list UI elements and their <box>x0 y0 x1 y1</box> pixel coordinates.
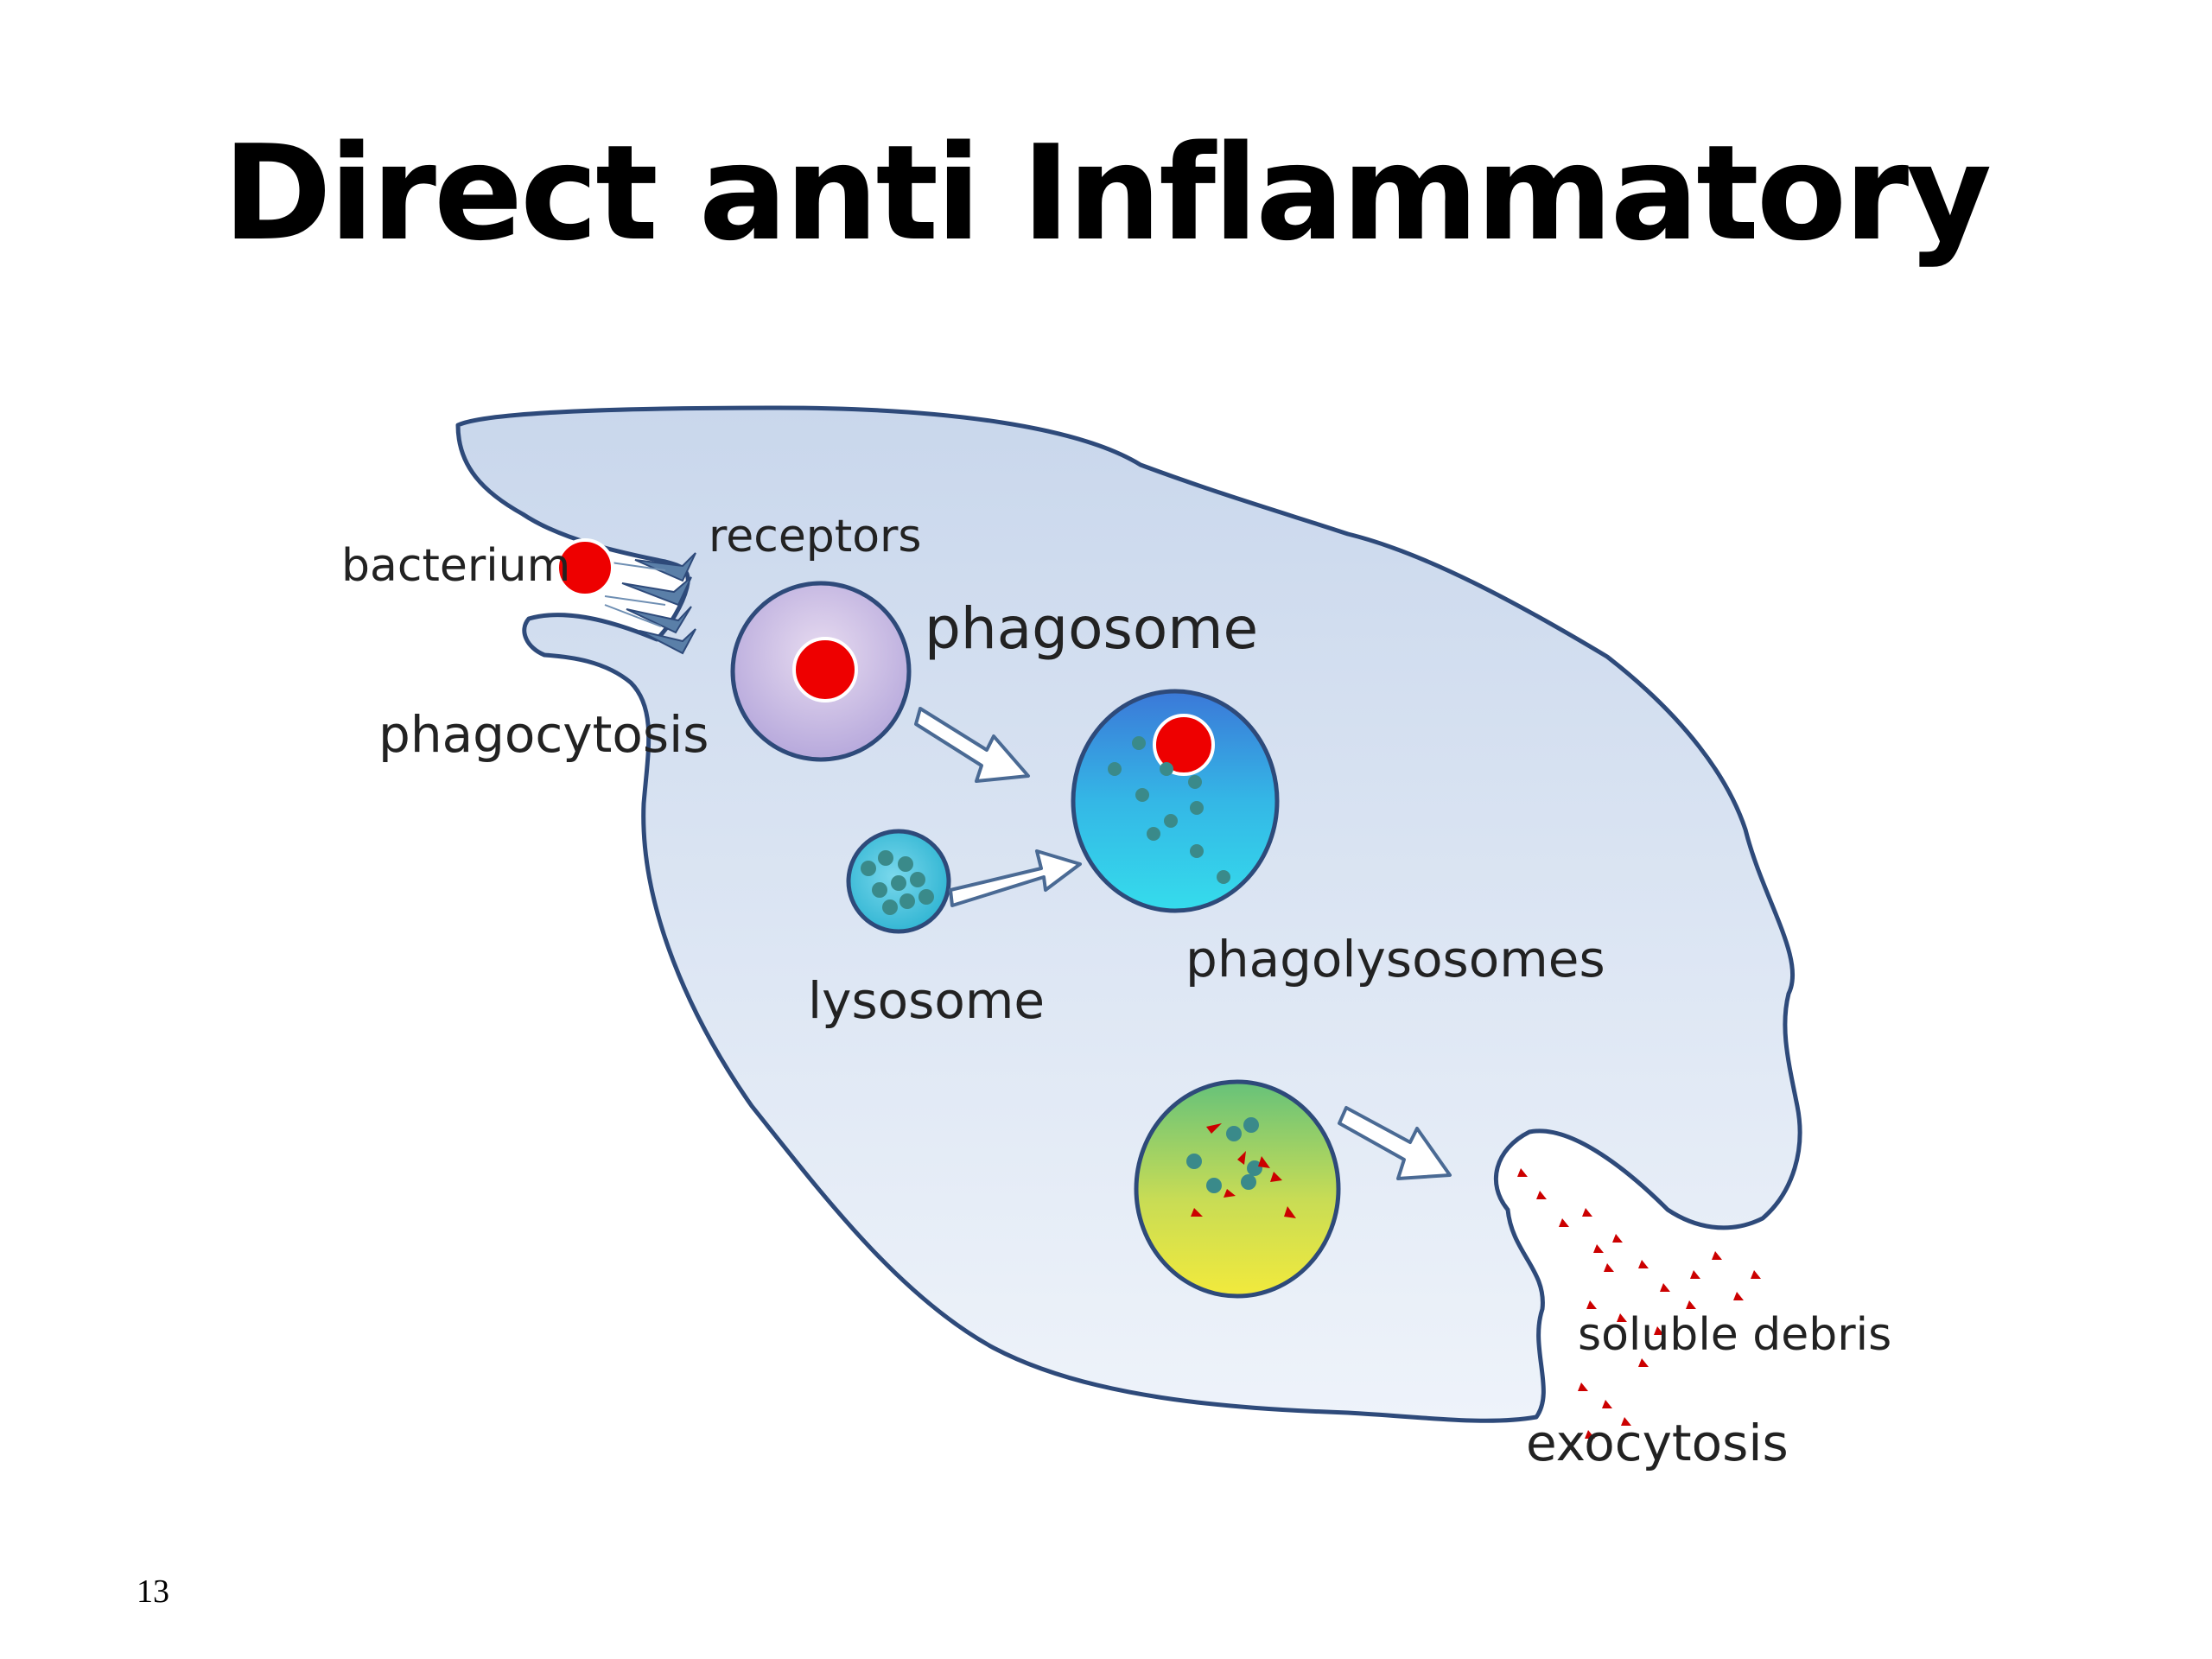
label-phagosome: phagosome <box>925 595 1258 662</box>
label-soluble-debris: soluble debris <box>1578 1309 1891 1361</box>
label-phagocytosis: phagocytosis <box>378 705 709 764</box>
receptors-icon <box>621 552 696 655</box>
bacterium-icon <box>556 538 614 597</box>
arrow-to-exocytosis <box>1338 1106 1452 1180</box>
label-bacterium: bacterium <box>341 540 570 592</box>
slide-number: 13 <box>137 1573 169 1610</box>
label-lysosome: lysosome <box>808 971 1045 1030</box>
digestion-vesicle <box>1134 1079 1341 1299</box>
receptor-lines <box>604 561 666 627</box>
phagolysosome-vesicle <box>1071 689 1280 913</box>
arrow-lysosome-to-phagolysosome <box>949 849 1082 907</box>
label-receptors: receptors <box>709 511 922 563</box>
arrow-phagosome-to-phagolysosome <box>914 707 1030 783</box>
soluble-debris-particles <box>1517 1168 1761 1439</box>
digestion-fragments <box>1191 1123 1296 1218</box>
slide-title: Direct anti Inflammatory <box>222 117 1993 270</box>
cell-membrane <box>455 405 1802 1423</box>
phagolysosome-granules <box>1108 736 1230 884</box>
phagolysosome-bacterium-icon <box>1153 714 1215 776</box>
engulfed-bacterium-icon <box>792 637 858 702</box>
lysosome-granules <box>861 850 934 915</box>
digestion-granules <box>1186 1117 1262 1193</box>
label-exocytosis: exocytosis <box>1526 1414 1789 1472</box>
label-phagolysosomes: phagolysosomes <box>1185 930 1605 988</box>
